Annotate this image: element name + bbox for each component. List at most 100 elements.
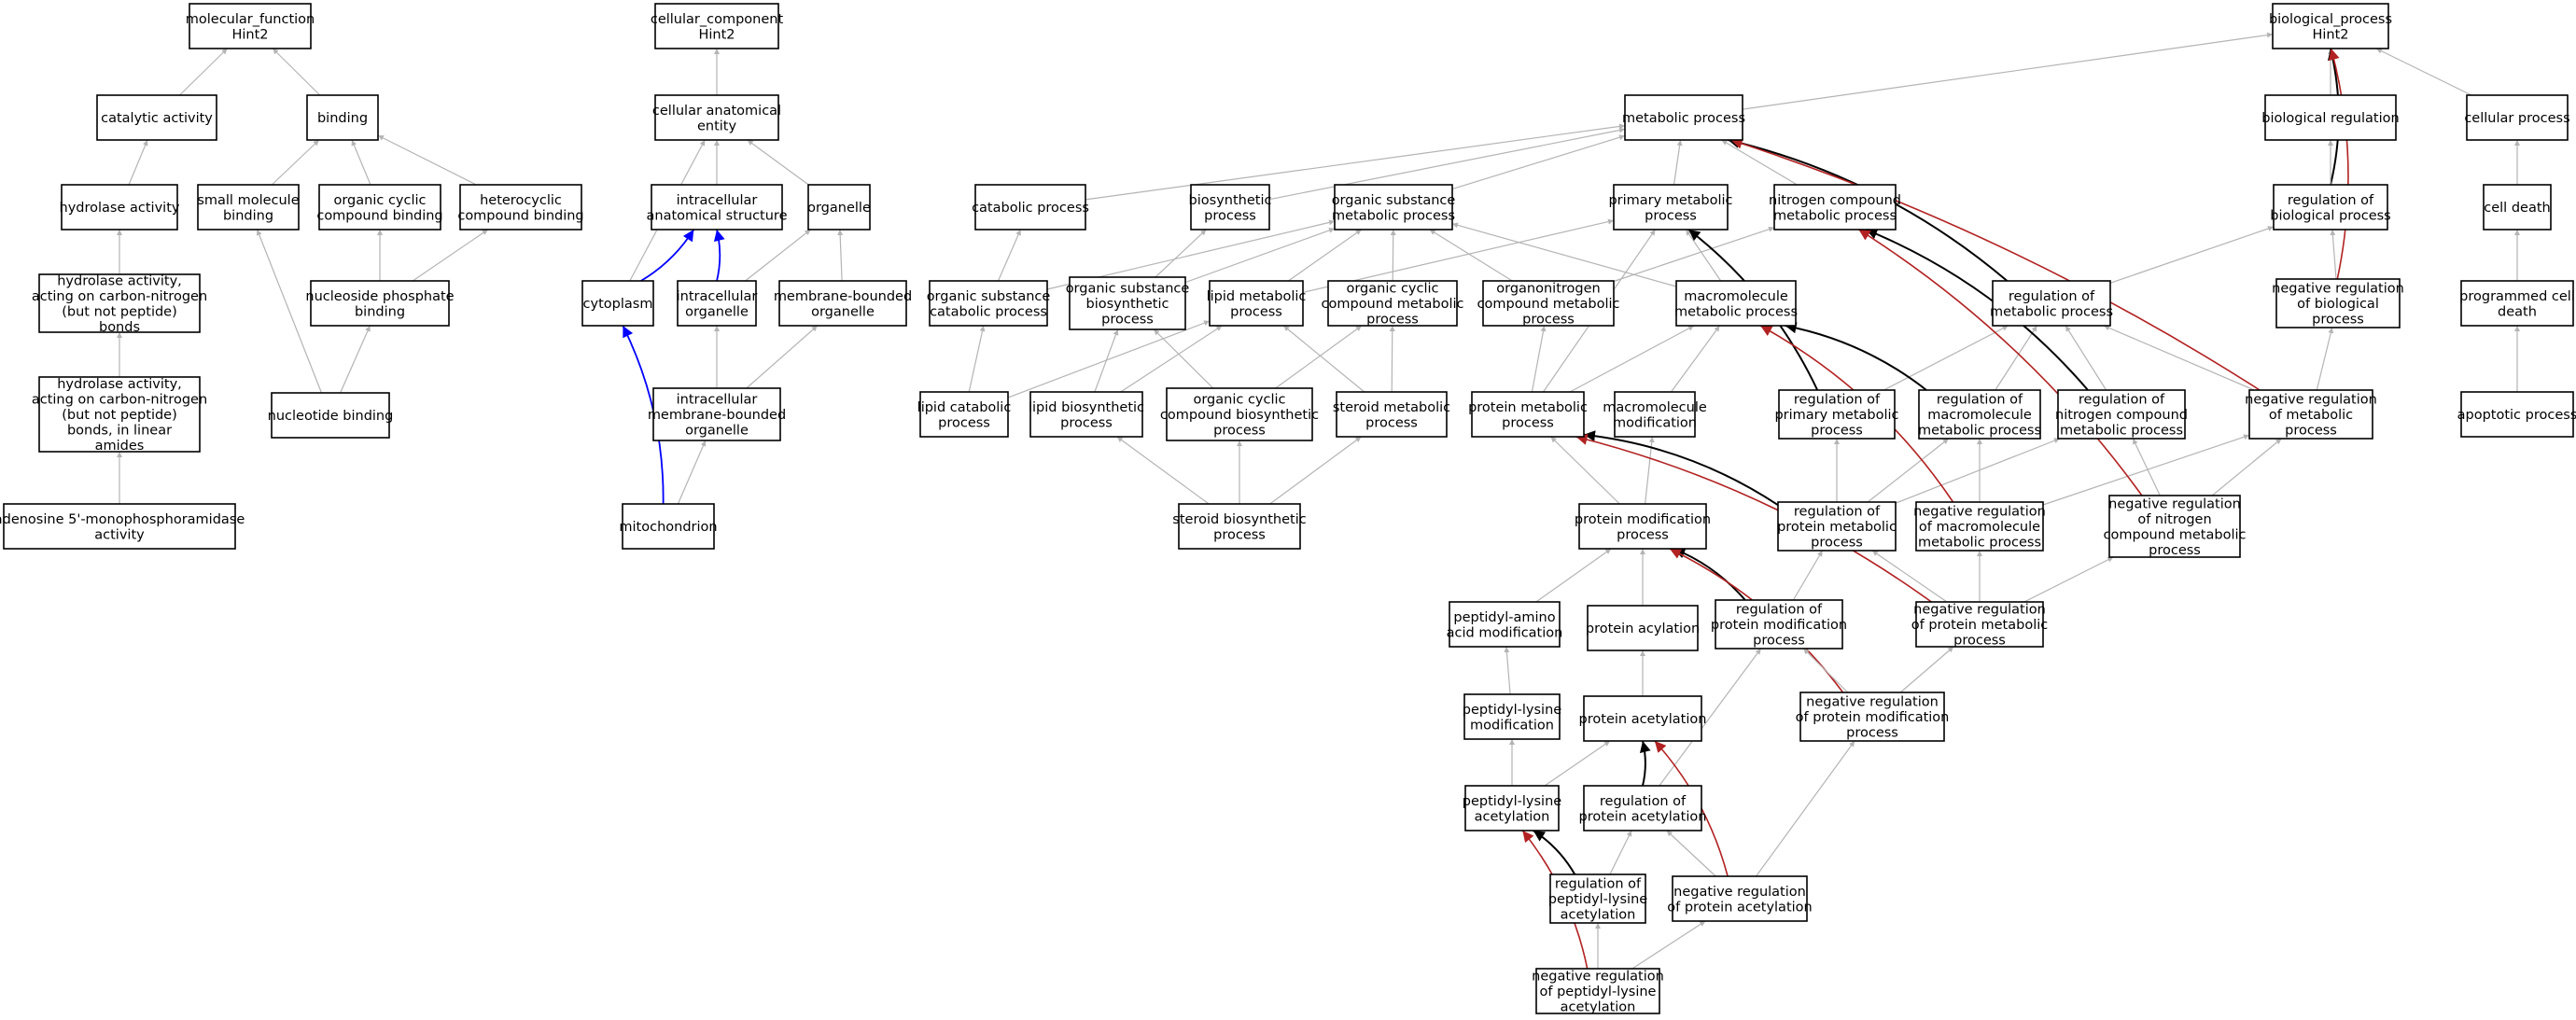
go-term-node-biological-regulation[interactable]: biological regulation [2261,94,2400,141]
node-label-line: metabolic process [1990,304,2113,319]
node-box [197,184,300,231]
node-label-line: heterocyclic [480,193,562,208]
edge-is-a [1282,325,1365,393]
edge-layer [117,32,2520,970]
edge-is-a [1802,648,1849,693]
node-box [1778,389,1896,440]
edge-is-a [1007,320,1211,398]
go-term-node-hydrolase-activity[interactable]: hydrolase activity [60,184,180,231]
node-label-line: cytoplasm [583,297,653,312]
node-label-line: regulation of [1794,393,1881,408]
node-label-line: hydrolase activity [60,201,180,216]
node-label-line: nucleoside phosphate [305,289,454,304]
go-term-node-hydrolase-cn-linear-amides[interactable]: hydrolase activity,acting on carbon-nitr… [32,376,207,454]
node-box [654,94,779,141]
node-box [38,376,201,453]
go-term-node-catabolic-process[interactable]: catabolic process [972,184,1089,231]
node-box [1624,94,1743,141]
edge-is-a [1155,229,1207,278]
go-term-node-organelle[interactable]: organelle [807,184,871,231]
edge-part-of [713,229,725,282]
edge-is-a [1721,139,1798,186]
node-label-line: negative regulation [1532,970,1664,985]
go-term-node-catalytic-activity[interactable]: catalytic activity [96,94,217,141]
go-term-node-apoptotic-process[interactable]: apoptotic process [2457,391,2576,438]
edge-is-a [128,139,148,186]
go-term-node-cell-death[interactable]: cell death [2483,184,2552,231]
go-term-node-nucleotide-binding[interactable]: nucleotide binding [268,392,394,439]
go-term-node-protein-acetylation[interactable]: protein acetylation [1579,695,1707,742]
node-label-line: acetylation [1561,908,1636,923]
node-label-line: regulation of [2288,193,2374,208]
go-term-node-mitochondrion[interactable]: mitochondrion [619,503,718,550]
go-term-node-metabolic-process[interactable]: metabolic process [1622,94,1745,141]
go-term-node-binding[interactable]: binding [306,94,379,141]
node-label-line: primary metabolic [1608,193,1732,208]
node-box [1535,968,1660,1014]
node-box [1482,280,1615,327]
go-term-node-cellular-process[interactable]: cellular process [2464,94,2570,141]
go-term-node-hydrolase-cn-not-peptide[interactable]: hydrolase activity,acting on carbon-nitr… [32,273,207,335]
node-label-line: organic cyclic [1346,282,1438,297]
node-box [96,94,217,141]
go-term-node-protein-acylation[interactable]: protein acylation [1586,605,1700,651]
go-term-node-cytoplasm[interactable]: cytoplasm [581,280,654,327]
node-label-line: regulation of [1794,505,1881,520]
node-label-line: organonitrogen [1496,282,1600,297]
node-label-line: biosynthetic [1086,297,1169,312]
node-label-line: compound binding [457,208,583,223]
